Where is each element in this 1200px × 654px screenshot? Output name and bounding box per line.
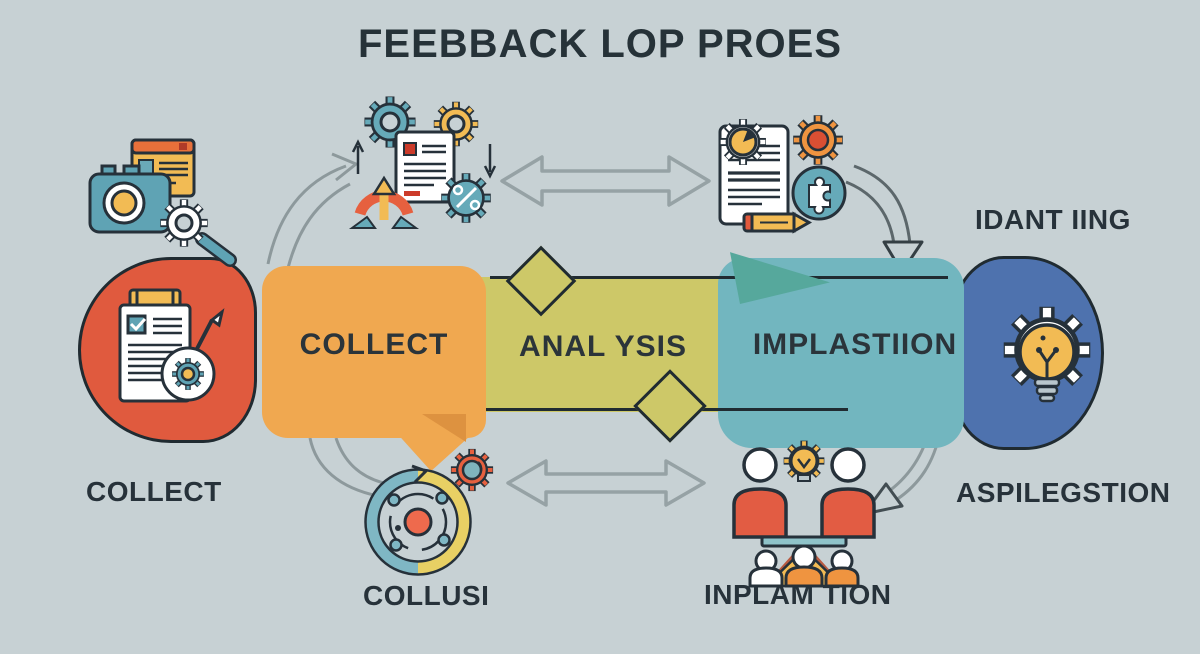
- piechart-gear-icon: [720, 119, 766, 165]
- document-icon: [394, 130, 456, 204]
- stage-collect-label: COLLECT: [299, 328, 449, 361]
- puzzle-circle-icon: [791, 165, 847, 221]
- orange-gear-icon: [793, 115, 843, 165]
- cycle-diagram-gear-icon: [364, 442, 507, 576]
- clipboard-checklist-gear-pen-icon: [118, 288, 225, 403]
- camera-icon: [88, 164, 172, 234]
- percent-gear-icon: [441, 173, 491, 223]
- person-small-center-icon: [784, 544, 824, 588]
- gear-lightbulb-icon: [985, 292, 1115, 403]
- double-arrow-top-icon: [500, 155, 711, 207]
- person-small-right-icon: [824, 549, 860, 588]
- meeting-lightbulb-icon: [784, 441, 825, 482]
- double-arrow-bottom-icon: [506, 459, 706, 507]
- magnifier-gear-icon: [160, 199, 237, 267]
- person-left-icon: [732, 447, 788, 539]
- small-down-arrow-icon: [483, 144, 497, 179]
- outer-label-top-right: IDANT IING: [975, 204, 1131, 235]
- small-orange-gear-icon: [451, 449, 493, 491]
- team-meeting-lightbulb-icon: [732, 433, 876, 588]
- lightbulb-icon: [1018, 323, 1076, 403]
- outer-label-bottom-right: ASPILEGSTION: [956, 477, 1171, 508]
- curved-arrow-top-right-icon: [845, 164, 924, 274]
- cycle-ring-icon: [364, 464, 472, 576]
- gears-document-gauge-percent-icon: [348, 86, 497, 229]
- pencil-icon: [742, 211, 813, 234]
- outer-label-bottom-center-left: COLLUSI: [363, 580, 490, 611]
- stage-analysis-label: ANAL YSIS: [519, 330, 687, 363]
- document-piechart-gear-puzzle-pencil-icon: [698, 100, 847, 234]
- gear-badge-icon: [160, 346, 216, 402]
- camera-browser-gear-magnifier-icon: [88, 138, 237, 267]
- stage-implastiion-label: IMPLASTIION: [752, 328, 958, 361]
- page-title: FEEBBACK LOP PROES: [358, 22, 842, 66]
- small-up-arrow-icon: [351, 139, 365, 174]
- person-small-left-icon: [748, 549, 784, 588]
- gauge-icon: [348, 175, 420, 229]
- outer-label-bottom-left: COLLECT: [86, 476, 222, 507]
- band-top-line: [490, 276, 948, 279]
- person-right-icon: [820, 447, 876, 539]
- stage-collect-segment: [262, 266, 486, 438]
- curved-arrow-top-left-icon: [266, 152, 359, 269]
